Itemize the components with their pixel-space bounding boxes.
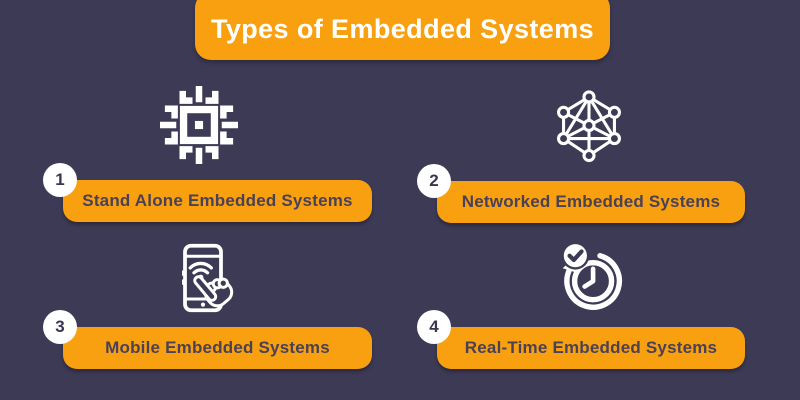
mobile-tap-icon: [172, 242, 246, 314]
chip-icon: [160, 86, 238, 164]
badge-number: 2: [429, 171, 439, 190]
item-stand-alone: 1 Stand Alone Embedded Systems: [43, 163, 372, 222]
number-badge-1: 1: [43, 163, 77, 197]
realtime-clock-icon: [553, 238, 627, 312]
item-label: Mobile Embedded Systems: [105, 338, 330, 357]
item-real-time: 4 Real-Time Embedded Systems: [417, 310, 745, 369]
number-badge-4: 4: [417, 310, 451, 344]
number-badge-3: 3: [43, 310, 77, 344]
item-networked: 2 Networked Embedded Systems: [417, 164, 745, 223]
item-label: Stand Alone Embedded Systems: [82, 191, 353, 210]
number-badge-2: 2: [417, 164, 451, 198]
network-icon: [552, 89, 626, 165]
page-title: Types of Embedded Systems: [210, 13, 595, 44]
title-banner: Types of Embedded Systems: [195, 0, 610, 60]
badge-number: 3: [55, 317, 65, 336]
item-label: Real-Time Embedded Systems: [464, 338, 718, 357]
item-mobile: 3 Mobile Embedded Systems: [43, 310, 372, 369]
badge-number: 4: [429, 317, 439, 336]
badge-number: 1: [55, 170, 65, 189]
item-label: Networked Embedded Systems: [461, 192, 721, 211]
